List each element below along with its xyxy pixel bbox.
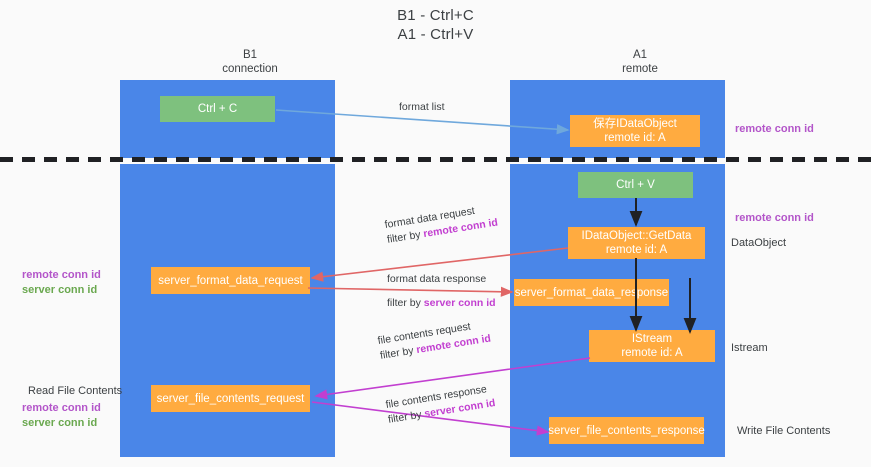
node-ctrl-c-label: Ctrl + C: [197, 103, 238, 115]
page-title: B1 - Ctrl+C A1 - Ctrl+V: [0, 6, 871, 44]
column-header-b1: B1 connection: [150, 48, 350, 76]
side-note-write-file-contents: Write File Contents: [737, 425, 831, 437]
title-line-1: B1 - Ctrl+C: [397, 7, 474, 24]
node-ctrl-c[interactable]: Ctrl + C: [160, 96, 275, 122]
arrow-label-format-data-response-line1: format data response: [387, 273, 487, 285]
node-istream[interactable]: IStream remote id: A: [589, 330, 715, 362]
column-header-b1-role: connection: [222, 63, 278, 75]
arrow-label-file-contents-request: file contents request filter by remote c…: [377, 317, 492, 364]
lane-b1-bottom: [120, 164, 335, 457]
filter-prefix: filter by: [387, 297, 424, 309]
side-note-read-file-contents: Read File Contents: [28, 385, 123, 397]
node-istream-sublabel: remote id: A: [621, 347, 683, 359]
node-istream-label: IStream: [631, 333, 673, 345]
arrow-label-format-list: format list: [399, 100, 445, 115]
node-server-format-data-request[interactable]: server_format_data_request: [151, 267, 310, 294]
side-note-keys-mid: remote conn id server conn id: [22, 268, 101, 298]
node-server-format-data-request-label: server_format_data_request: [158, 274, 303, 287]
key-server-conn-id: server conn id: [22, 417, 98, 429]
node-server-format-data-response[interactable]: server_format_data_response: [514, 279, 669, 306]
node-ctrl-v-label: Ctrl + V: [616, 179, 655, 191]
node-server-file-contents-request-label: server_file_contents_request: [156, 392, 305, 405]
node-idataobject-getdata-sublabel: remote id: A: [605, 244, 668, 256]
node-server-format-data-response-label: server_format_data_response: [514, 286, 669, 299]
node-save-idataobject-label: 保存IDataObject: [593, 118, 677, 130]
column-header-a1: A1 remote: [540, 48, 740, 76]
arrow-label-format-data-response-line2: filter by server conn id: [387, 296, 496, 311]
arrow-label-file-contents-response: file contents response filter by server …: [385, 381, 497, 428]
arrow-label-format-data-response: format data response filter by server co…: [387, 272, 496, 311]
lane-a1-bottom: [510, 164, 725, 457]
column-header-a1-role: remote: [622, 63, 658, 75]
side-note-dataobject: DataObject: [731, 237, 787, 249]
side-note-remote-conn-id-top: remote conn id: [735, 123, 814, 135]
arrow-label-format-list-text: format list: [399, 101, 445, 113]
phase-divider: [0, 157, 871, 162]
node-save-idataobject[interactable]: 保存IDataObject remote id: A: [570, 115, 700, 147]
node-idataobject-getdata-label: IDataObject::GetData: [581, 230, 692, 242]
key-server-conn-id: server conn id: [22, 284, 98, 296]
node-server-file-contents-request[interactable]: server_file_contents_request: [151, 385, 310, 412]
node-server-file-contents-response[interactable]: server_file_contents_response: [548, 417, 705, 444]
side-note-istream: Istream: [731, 342, 768, 354]
filter-key-server-conn-id: server conn id: [423, 297, 496, 309]
side-note-remote-conn-id-mid: remote conn id: [735, 212, 814, 224]
node-save-idataobject-sublabel: remote id: A: [604, 132, 666, 144]
column-header-b1-name: B1: [242, 49, 258, 61]
node-ctrl-v[interactable]: Ctrl + V: [578, 172, 693, 198]
column-header-a1-name: A1: [632, 49, 648, 61]
key-remote-conn-id: remote conn id: [22, 269, 101, 281]
node-idataobject-getdata[interactable]: IDataObject::GetData remote id: A: [568, 227, 705, 259]
side-note-keys-bottom: remote conn id server conn id: [22, 401, 101, 431]
arrow-label-format-data-request: format data request filter by remote con…: [384, 201, 499, 248]
title-line-2: A1 - Ctrl+V: [397, 26, 474, 43]
node-server-file-contents-response-label: server_file_contents_response: [548, 424, 705, 437]
key-remote-conn-id: remote conn id: [22, 402, 101, 414]
